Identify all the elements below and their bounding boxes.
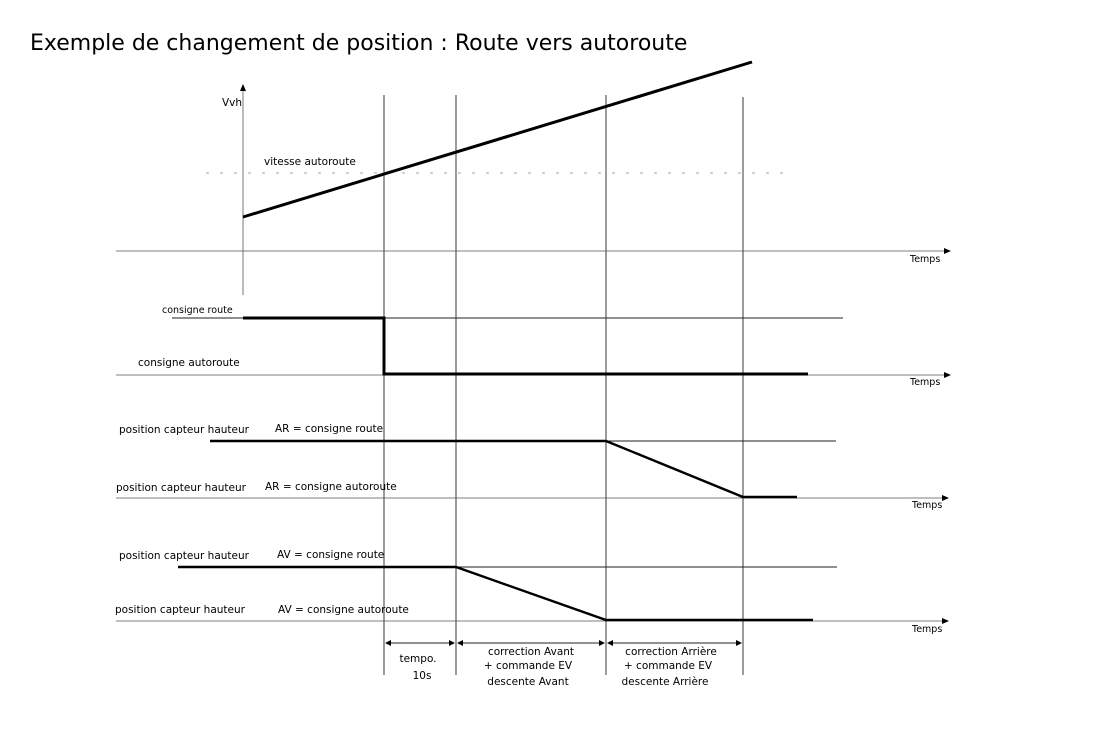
front-lower-left-label: position capteur hauteur <box>115 604 246 616</box>
phase-rear-line1: correction Arrière <box>625 646 717 658</box>
setpoint-panel: Temps consigne route consigne autoroute <box>116 305 951 388</box>
front-upper-right-label: AV = consigne route <box>277 549 384 561</box>
phase-front-line3: descente Avant <box>487 676 568 688</box>
phase-arrows <box>385 640 742 646</box>
phase-tempo-line1: tempo. <box>399 653 436 665</box>
phase-arrow-front-left-icon <box>457 640 463 646</box>
speed-time-axis-arrow-icon <box>944 248 951 254</box>
phase-arrow-rear-right-icon <box>736 640 742 646</box>
speed-y-axis-label: Vvh <box>222 97 242 109</box>
front-time-label: Temps <box>911 624 942 635</box>
phase-tempo-line2: 10s <box>413 670 432 682</box>
speed-time-label: Temps <box>909 254 940 265</box>
rear-lower-right-label: AR = consigne autoroute <box>265 481 397 493</box>
setpoint-signal <box>243 316 808 376</box>
rear-time-label: Temps <box>911 500 942 511</box>
front-sensor-signal <box>178 565 813 622</box>
diagram-title: Exemple de changement de position : Rout… <box>30 31 687 56</box>
rear-lower-left-label: position capteur hauteur <box>116 482 247 494</box>
phase-arrow-rear-left-icon <box>607 640 613 646</box>
front-sensor-panel: Temps position capteur hauteur AV = cons… <box>115 549 949 635</box>
rear-sensor-signal <box>210 439 797 499</box>
phase-rear-line2: + commande EV <box>624 660 713 672</box>
setpoint-time-axis-arrow-icon <box>944 372 951 378</box>
phase-arrow-front-right-icon <box>599 640 605 646</box>
phase-labels: tempo. 10s correction Avant + commande E… <box>399 646 716 688</box>
phase-rear-line3: descente Arrière <box>622 676 709 688</box>
rear-time-axis-arrow-icon <box>942 495 949 501</box>
setpoint-time-label: Temps <box>909 377 940 388</box>
phase-front-line2: + commande EV <box>484 660 573 672</box>
front-upper-left-label: position capteur hauteur <box>119 550 250 562</box>
speed-panel: Vvh Temps vitesse autoroute <box>116 60 951 295</box>
highway-speed-label: vitesse autoroute <box>264 156 356 168</box>
time-markers <box>383 95 744 675</box>
rear-upper-right-label: AR = consigne route <box>275 423 383 435</box>
setpoint-highway-label: consigne autoroute <box>138 357 240 369</box>
vehicle-speed-curve <box>242 60 753 219</box>
front-lower-right-label: AV = consigne autoroute <box>278 604 409 616</box>
front-time-axis-arrow-icon <box>942 618 949 624</box>
speed-y-axis-arrow-icon <box>240 84 246 91</box>
setpoint-road-label: consigne route <box>162 305 233 316</box>
rear-sensor-panel: Temps position capteur hauteur AR = cons… <box>116 423 949 511</box>
rear-upper-left-label: position capteur hauteur <box>119 424 250 436</box>
phase-arrow-tempo-left-icon <box>385 640 391 646</box>
phase-front-line1: correction Avant <box>488 646 574 658</box>
phase-arrow-tempo-right-icon <box>449 640 455 646</box>
